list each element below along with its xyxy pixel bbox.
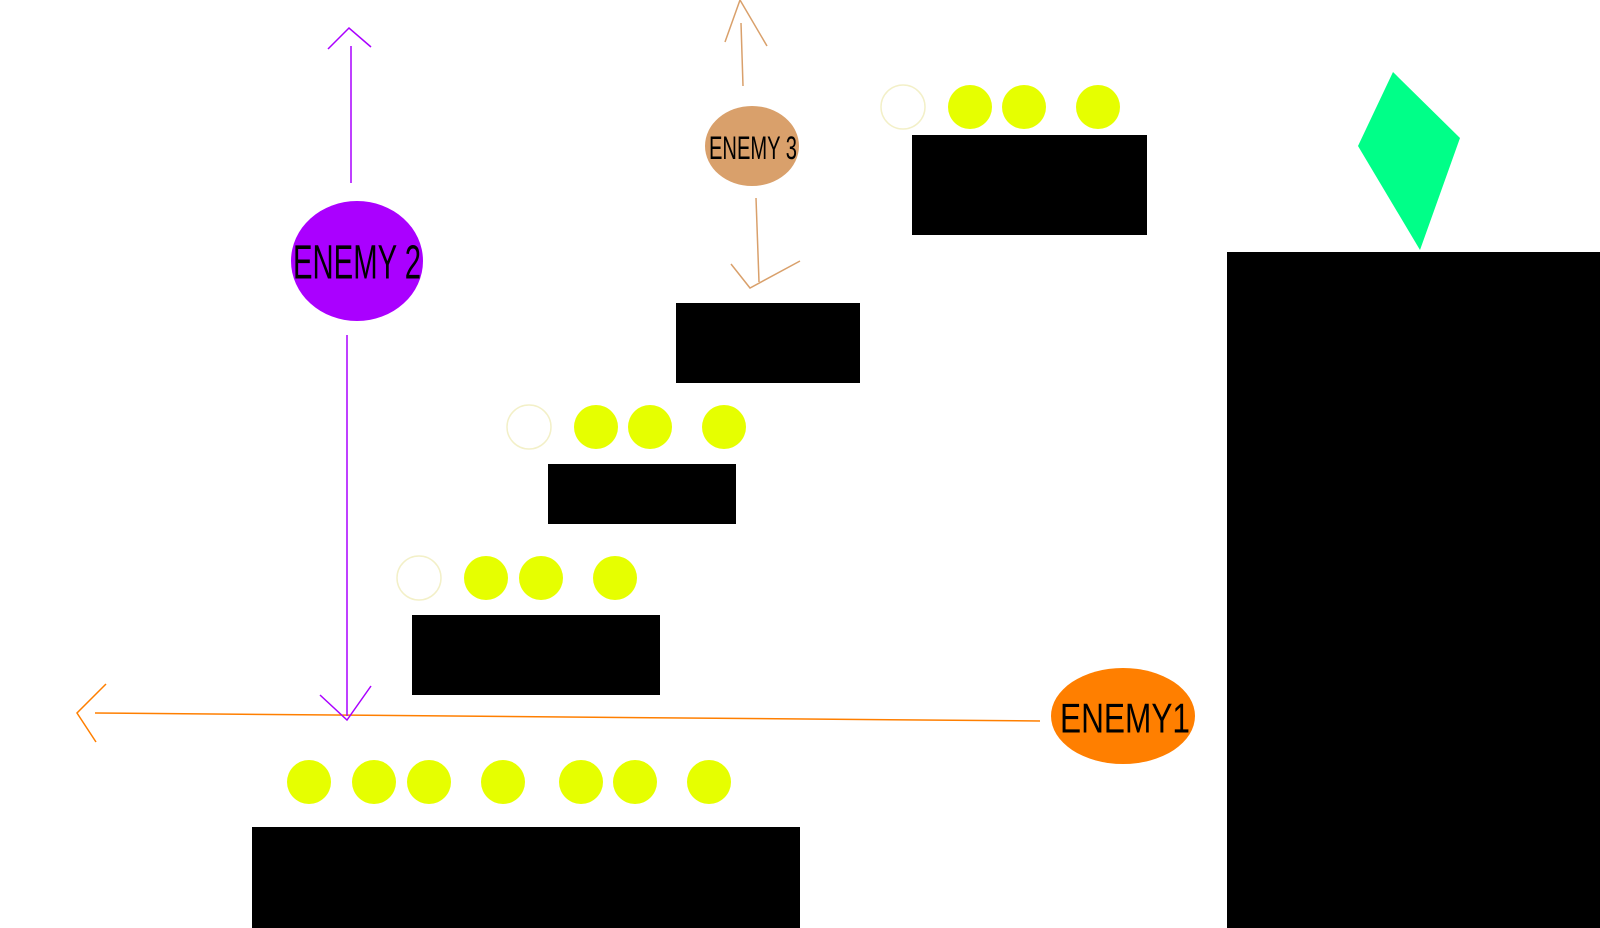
enemy-3-label: ENEMY 3 [709,130,797,166]
coin [519,556,563,600]
enemy-3-path-arrow-icon [724,0,801,289]
platform-middle-upper [676,303,860,383]
enemy-1-path-arrow-icon [76,683,1041,743]
coin [1002,85,1046,129]
enemy-2-body [291,201,423,321]
coin [352,760,396,804]
goal-gem-icon [1358,72,1460,250]
coin [1076,85,1120,129]
coin [628,405,672,449]
coin [481,760,525,804]
coin [613,760,657,804]
coin [464,556,508,600]
enemy-1: ENEMY1 [1051,668,1195,764]
enemy-1-body [1051,668,1195,764]
platform-top-right [912,135,1147,235]
coin-row-upper-middle [506,404,746,450]
coin [574,405,618,449]
coin [506,404,552,450]
enemy-3: ENEMY 3 [705,106,799,186]
coin-row-bottom [287,760,731,804]
coin [880,84,926,130]
coin [593,556,637,600]
platform-lower [412,615,660,695]
coin-row-lower-middle [396,555,637,601]
platform-middle [548,464,736,524]
coin-row-top-right [880,84,1120,130]
tower-right [1227,252,1600,928]
platform-bottom [252,827,800,928]
coin [407,760,451,804]
enemy-2-label: ENEMY 2 [293,237,421,290]
coin [396,555,442,601]
enemy-2-path-arrow-icon [319,26,372,722]
enemy-1-label: ENEMY1 [1060,695,1190,742]
enemy-3-body [705,106,799,186]
coin [948,85,992,129]
coin [687,760,731,804]
coin [287,760,331,804]
enemy-2: ENEMY 2 [291,201,423,321]
coin [559,760,603,804]
coin [702,405,746,449]
